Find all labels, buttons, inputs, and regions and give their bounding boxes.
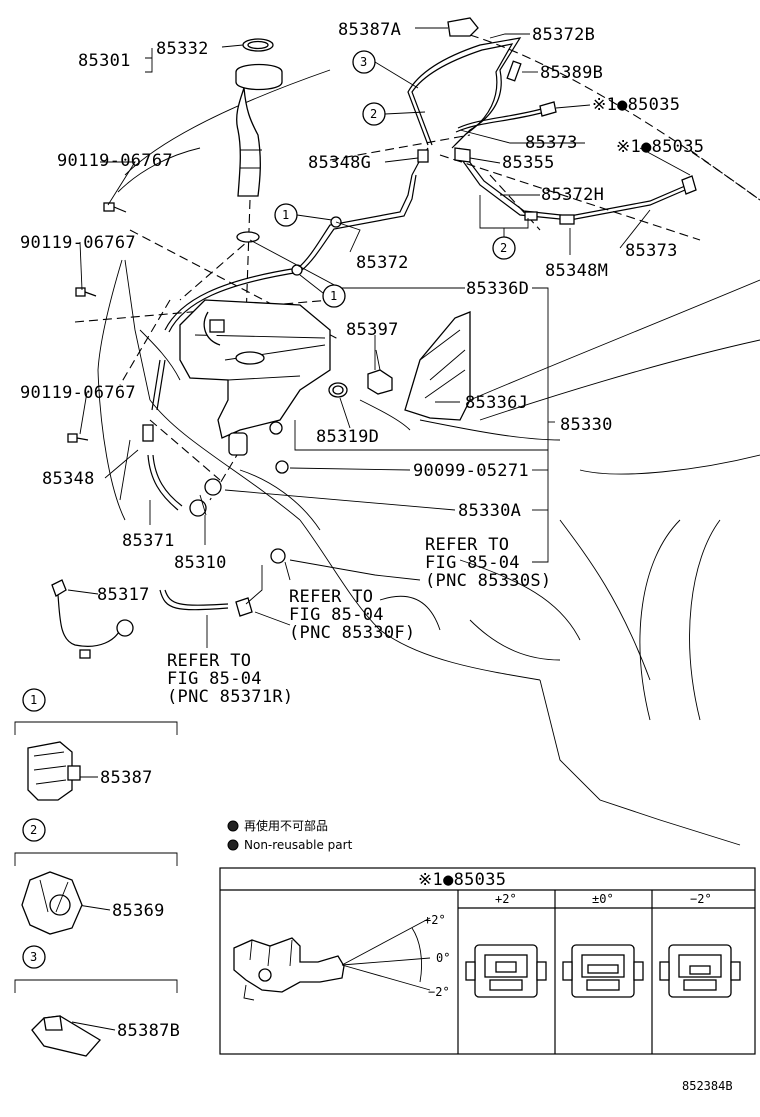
label-85319D[interactable]: 85319D [316, 427, 379, 447]
non-reusable-dot-icon [227, 820, 239, 832]
refer-85330S-line2: FIG 85-04 [425, 553, 520, 573]
label-85336D[interactable]: 85336D [466, 279, 529, 299]
legend: 再使用不可部品 Non-reusable part [227, 818, 353, 852]
connector-view-plus2 [465, 944, 547, 998]
callout-3-num: 3 [360, 55, 367, 69]
legend-en: Non-reusable part [244, 838, 353, 852]
callout-markers [274, 50, 516, 308]
figure-id: 852384B [682, 1079, 733, 1093]
label-85387A[interactable]: 85387A [338, 20, 401, 40]
non-reusable-dot-icon [227, 839, 239, 851]
refer-85371R-line3: (PNC 85371R) [167, 687, 293, 707]
callout-1-num: 1 [330, 289, 337, 303]
label-85301[interactable]: 85301 [78, 51, 131, 71]
label-85348[interactable]: 85348 [42, 469, 95, 489]
key-1-num: 1 [30, 693, 37, 707]
label-85310[interactable]: 85310 [174, 553, 227, 573]
angle-plus: +2° [424, 913, 446, 927]
label-85035-upper[interactable]: ※1●85035 [592, 95, 680, 115]
key-part-85387B[interactable]: 85387B [117, 1021, 180, 1041]
bolt-icon [67, 433, 89, 443]
refer-85330S-line3: (PNC 85330S) [425, 571, 551, 591]
leader-lines [67, 27, 691, 1031]
legend-jp: 再使用不可部品 [244, 818, 328, 833]
label-85336J[interactable]: 85336J [465, 393, 528, 413]
refer-85371R-line2: FIG 85-04 [167, 669, 262, 689]
washer-pump [189, 432, 248, 517]
label-85332[interactable]: 85332 [156, 39, 209, 59]
label-85348G[interactable]: 85348G [308, 153, 371, 173]
nozzle-drawing: +2° 0° −2° [233, 913, 450, 1001]
refer-85330S-line1: REFER TO [425, 535, 509, 555]
callout-1-num: 1 [282, 208, 289, 222]
label-85330A[interactable]: 85330A [458, 501, 521, 521]
small-parts [51, 17, 697, 659]
label-85373-upper[interactable]: 85373 [525, 133, 578, 153]
callout-2-num: 2 [370, 107, 377, 121]
refer-85330F-line1: REFER TO [289, 587, 373, 607]
label-85372[interactable]: 85372 [356, 253, 409, 273]
label-85372H[interactable]: 85372H [541, 185, 604, 205]
filler-neck [235, 38, 283, 243]
label-90119-mid[interactable]: 90119-06767 [20, 233, 136, 253]
label-85397[interactable]: 85397 [346, 320, 399, 340]
key-part-85369[interactable]: 85369 [112, 901, 165, 921]
label-85317[interactable]: 85317 [97, 585, 150, 605]
bolt-icon [103, 202, 127, 213]
label-85389B[interactable]: 85389B [540, 63, 603, 83]
label-85372B[interactable]: 85372B [532, 25, 595, 45]
part-labels: 85387A 85372B 85301 85332 85389B ※1●8503… [20, 20, 704, 707]
label-85330[interactable]: 85330 [560, 415, 613, 435]
label-85355[interactable]: 85355 [502, 153, 555, 173]
connector-view-zero [562, 944, 644, 998]
angle-zero: 0° [436, 951, 450, 965]
callout-2-num: 2 [500, 241, 507, 255]
washer-tank [179, 299, 331, 439]
callout-circle [322, 284, 346, 308]
refer-85330F-line2: FIG 85-04 [289, 605, 384, 625]
inset-title: ※1●85035 [418, 870, 506, 890]
label-85035-lower[interactable]: ※1●85035 [616, 137, 704, 157]
label-90099-05271[interactable]: 90099-05271 [413, 461, 529, 481]
bolt-icon [75, 287, 97, 297]
washer-hoses [147, 37, 686, 611]
car-body-outline [97, 69, 760, 846]
key-3-num: 3 [30, 950, 37, 964]
inset-col-plus2: +2° [495, 892, 517, 906]
callout-circle [492, 236, 516, 260]
refer-85371R-line1: REFER TO [167, 651, 251, 671]
label-85373-lower[interactable]: 85373 [625, 241, 678, 261]
label-85348M[interactable]: 85348M [545, 261, 608, 281]
refer-85330F-line3: (PNC 85330F) [289, 623, 415, 643]
inset-col-minus2: −2° [690, 892, 712, 906]
nozzle-angle-inset: ※1●85035 +2° ±0° −2° +2° 0° −2° [219, 867, 756, 1055]
angle-minus: −2° [428, 985, 450, 999]
key-part-85387[interactable]: 85387 [100, 768, 153, 788]
label-90119-top[interactable]: 90119-06767 [57, 151, 173, 171]
connector-view-minus2 [659, 944, 741, 998]
inset-col-zero: ±0° [592, 892, 614, 906]
label-90119-low[interactable]: 90119-06767 [20, 383, 136, 403]
label-85371[interactable]: 85371 [122, 531, 175, 551]
key-section: 1 85387 2 85369 3 85387B [14, 688, 180, 1057]
key-2-num: 2 [30, 823, 37, 837]
